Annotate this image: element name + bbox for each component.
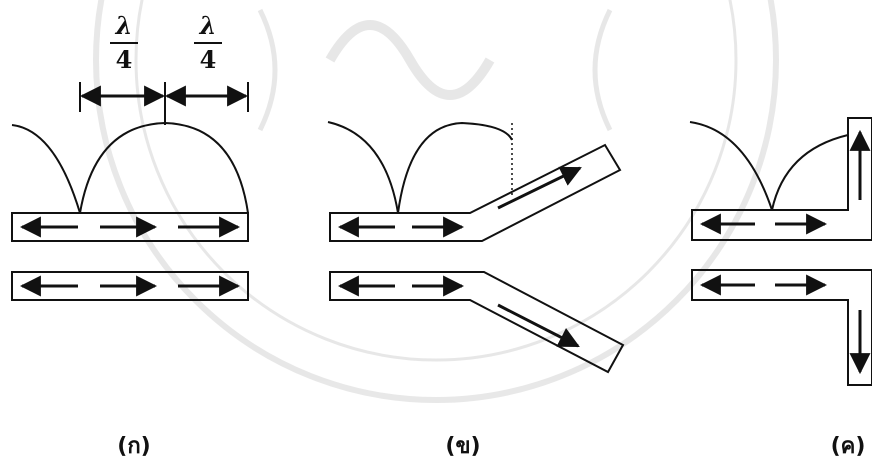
dimension-label-2: λ 4 xyxy=(188,14,228,72)
panel-a xyxy=(11,82,249,301)
panel-a-top-waveguide xyxy=(11,212,249,242)
panel-b-top-waveguide xyxy=(329,143,622,242)
dimension-label-1-numerator: λ xyxy=(115,11,133,40)
panel-b-bottom-waveguide xyxy=(329,271,625,374)
panel-b-label: (ข) xyxy=(445,434,481,459)
current-arrow xyxy=(497,166,582,210)
fraction-bar xyxy=(194,42,222,44)
fraction-bar xyxy=(110,42,138,44)
panel-c-wave-arc-2 xyxy=(771,134,849,211)
watermark-seal xyxy=(93,0,779,403)
panel-b xyxy=(327,121,625,374)
panel-b-wave-arc-1 xyxy=(327,121,399,214)
dimension-label-1: λ 4 xyxy=(104,14,144,72)
current-arrow xyxy=(497,303,580,348)
panel-b-wave-arc-2 xyxy=(397,121,513,214)
panel-a-label: (ก) xyxy=(117,434,151,459)
dimension-label-2-denominator: 4 xyxy=(199,45,217,74)
panel-c-top-waveguide xyxy=(691,117,872,241)
panel-c-label: (ค) xyxy=(830,434,866,459)
panel-c-wave-arc-1 xyxy=(689,121,773,211)
dimension-label-2-numerator: λ xyxy=(199,11,217,40)
panel-a-wave-arc-1 xyxy=(11,124,81,214)
panel-c-bottom-waveguide xyxy=(691,269,872,386)
panel-c xyxy=(689,117,872,386)
panel-a-bottom-waveguide xyxy=(11,271,249,301)
dimension-label-1-denominator: 4 xyxy=(115,45,133,74)
